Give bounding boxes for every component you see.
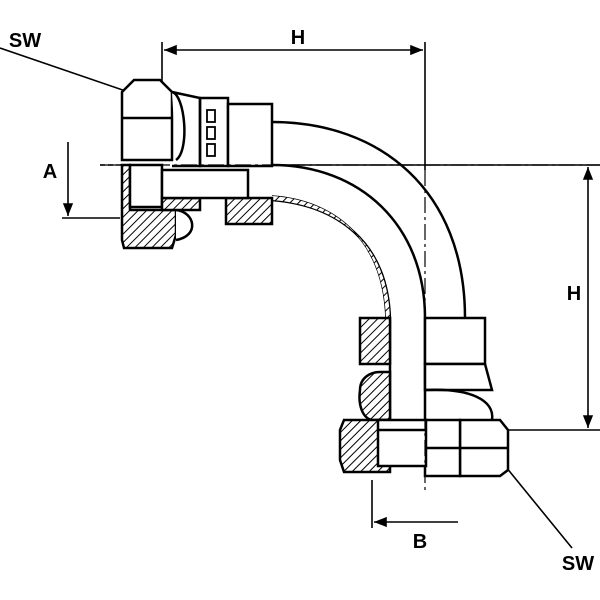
label-a: A <box>43 161 57 183</box>
label-h-horizontal: H <box>291 27 305 49</box>
top-hex-nut <box>120 78 174 162</box>
dimension-b <box>371 480 458 528</box>
tube-wall-hatch <box>272 196 390 320</box>
bottom-ferrule-section <box>358 316 392 366</box>
top-ferrule <box>226 102 274 168</box>
label-sw-bottom: SW <box>562 553 594 575</box>
top-ferrule-section <box>224 196 274 226</box>
label-b: B <box>413 531 427 553</box>
label-sw-top: SW <box>9 30 41 52</box>
bottom-ferrule <box>423 316 487 366</box>
bottom-fitting <box>338 316 510 478</box>
leader-sw-top <box>0 47 147 99</box>
top-fitting <box>120 78 274 250</box>
label-h-vertical: H <box>567 283 581 305</box>
